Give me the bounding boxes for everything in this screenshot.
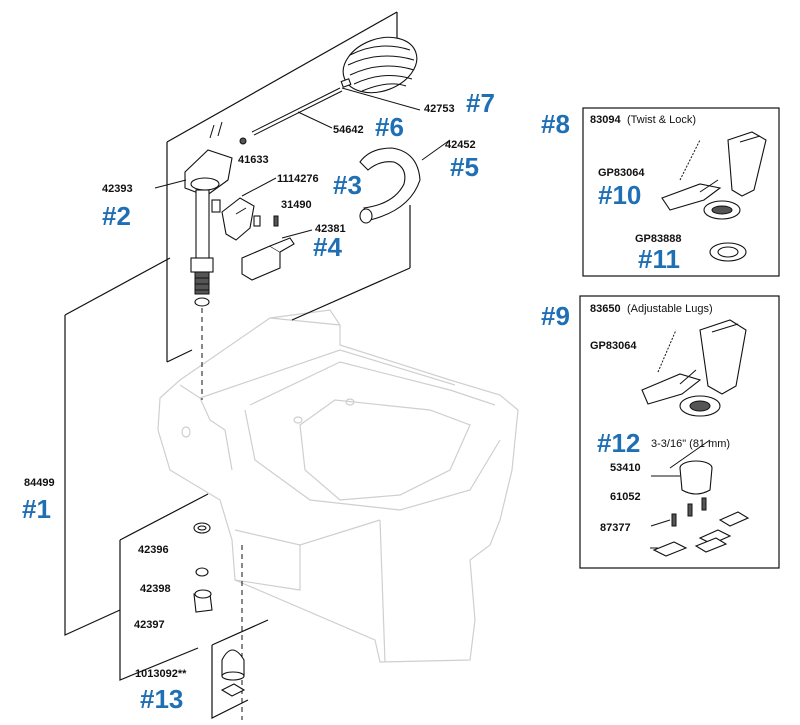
part-number-1013092: 1013092**: [135, 668, 187, 680]
gasket-42396: [193, 522, 211, 534]
part-labels: 84499 #1 42393 #2 1114276 #3 42381 #4 42…: [22, 88, 730, 714]
ref-2: #2: [102, 201, 131, 231]
ref-6: #6: [375, 112, 404, 142]
float-ball: [340, 36, 418, 94]
ref-5: #5: [450, 152, 479, 182]
ref-9: #9: [541, 301, 570, 331]
refill-clip: [221, 197, 261, 241]
bolt-cap-bracket: [211, 619, 269, 719]
part-number-61052: 61052: [610, 491, 641, 503]
part-number-gp83888: GP83888: [635, 233, 681, 245]
part-number-1114276: 1114276: [277, 173, 319, 185]
part-number-83094: 83094: [590, 114, 621, 126]
fill-valve-assembly: [184, 149, 233, 307]
part-number-31490: 31490: [281, 199, 312, 211]
part-number-42381: 42381: [315, 223, 346, 235]
ref-4: #4: [313, 232, 342, 262]
refill-tube: [359, 147, 421, 224]
ref-12: #12: [597, 428, 640, 458]
valve-cap: [241, 237, 295, 281]
note-flange-size: 3-3/16" (81 mm): [651, 438, 730, 450]
part-number-54642: 54642: [333, 124, 364, 136]
ref-13: #13: [140, 684, 183, 714]
note-adjustable-lugs: (Adjustable Lugs): [627, 303, 713, 315]
washer-42398: [195, 567, 209, 577]
note-twist-lock: (Twist & Lock): [627, 114, 696, 126]
part-number-42396: 42396: [138, 544, 169, 556]
part-number-42397: 42397: [134, 619, 165, 631]
ref-3: #3: [333, 170, 362, 200]
nut-42397: [193, 589, 213, 613]
screw-31490: [273, 215, 279, 227]
part-number-83650: 83650: [590, 303, 621, 315]
small-screw-41633: [209, 121, 247, 145]
ref-7: #7: [466, 88, 495, 118]
part-number-42753: 42753: [424, 103, 455, 115]
tank-bracket: [64, 257, 171, 636]
leader-lines-upper: [154, 87, 451, 239]
part-number-41633: 41633: [238, 154, 269, 166]
part-number-gp83064-a: GP83064: [598, 167, 645, 179]
tank-hardware-bracket: [119, 493, 209, 681]
part-number-gp83064-b: GP83064: [590, 340, 637, 352]
fill-valve-panel: [166, 11, 411, 363]
toilet-body-outline: [157, 309, 519, 663]
ref-8: #8: [541, 109, 570, 139]
part-number-84499: 84499: [24, 477, 55, 489]
ref-1: #1: [22, 494, 51, 524]
flapper-kit-box-twist-lock: [582, 107, 780, 277]
part-number-42398: 42398: [140, 583, 171, 595]
ref-10: #10: [598, 180, 641, 210]
ref-11: #11: [638, 244, 680, 274]
part-number-53410: 53410: [610, 462, 641, 474]
float-rod: [251, 87, 343, 136]
part-number-42452: 42452: [445, 139, 476, 151]
part-number-87377: 87377: [600, 522, 631, 534]
part-number-42393: 42393: [102, 183, 133, 195]
flapper-kit-box-adjustable-lugs: [579, 295, 780, 569]
